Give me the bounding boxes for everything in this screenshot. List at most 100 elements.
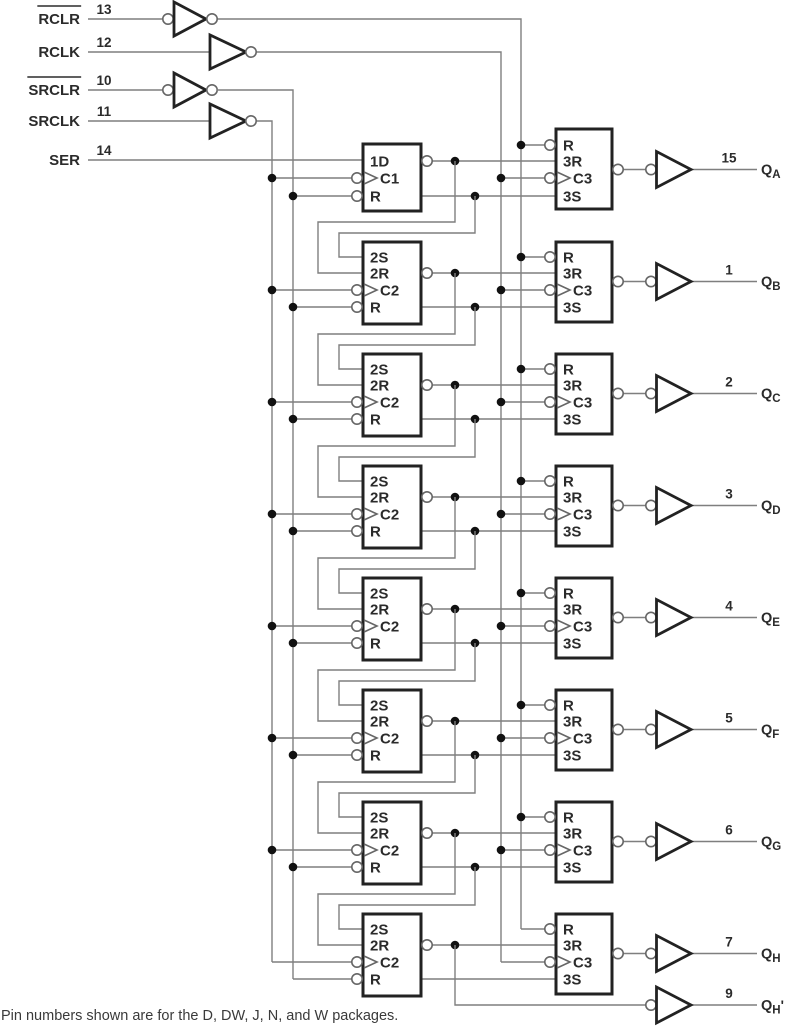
inversion-bubble-icon [420, 714, 433, 727]
inversion-bubble-icon [350, 972, 363, 985]
inversion-bubble-icon [350, 172, 363, 185]
junction-dot [516, 476, 526, 486]
wire-srclr-rail [217, 89, 294, 979]
junction-dot [516, 812, 526, 822]
wire-qbar-to-next-stage [317, 161, 456, 274]
output-pin-qf: 5 [725, 711, 733, 726]
junction-dot [288, 526, 298, 536]
inversion-bubble-icon [420, 490, 433, 503]
cell-port-label: 3S [563, 524, 581, 541]
inversion-bubble-icon [543, 172, 556, 185]
cell-port-label: 3R [563, 266, 582, 283]
clock-edge-icon [363, 619, 379, 633]
output-buffer-icon [655, 984, 695, 1026]
junction-dot [267, 733, 277, 743]
inversion-bubble-icon [611, 275, 624, 288]
inversion-bubble-icon [644, 387, 657, 400]
cell-port-label: 3S [563, 860, 581, 877]
inversion-bubble-icon [420, 378, 433, 391]
clock-edge-icon [363, 731, 379, 745]
output-label-qa: QA [761, 163, 781, 182]
wire-rclk-rail [257, 51, 502, 962]
cell-port-label: R [563, 362, 574, 379]
junction-dot [288, 191, 298, 201]
input-label-ser: SER [49, 152, 80, 169]
shift-register-cell-D [361, 464, 423, 550]
inversion-bubble-icon [644, 835, 657, 848]
output-buffer-icon [655, 373, 695, 414]
pin-number-srclk: 11 [97, 104, 112, 119]
inversion-bubble-icon [350, 412, 363, 425]
cell-port-label: 3S [563, 300, 581, 317]
wire-qbar-to-next-stage [317, 497, 456, 610]
junction-dot [516, 588, 526, 598]
inversion-bubble-icon [350, 843, 363, 856]
inversion-bubble-icon [611, 723, 624, 736]
junction-dot [496, 509, 506, 519]
storage-register-cell-E [554, 576, 614, 660]
clock-edge-icon [363, 955, 379, 969]
inversion-bubble-icon [350, 619, 363, 632]
cell-port-label: 2S [370, 586, 388, 603]
cell-port-label: R [563, 586, 574, 603]
cell-port-label: 3S [563, 748, 581, 765]
inversion-bubble-icon [350, 395, 363, 408]
junction-dot [267, 621, 277, 631]
cell-port-label: 3S [563, 636, 581, 653]
cell-port-label: 2S [370, 362, 388, 379]
inversion-bubble-icon [611, 387, 624, 400]
junction-dot [496, 621, 506, 631]
junction-dot [267, 285, 277, 295]
junction-dot [496, 173, 506, 183]
output-label-qc: QC [761, 387, 781, 406]
storage-register-cell-A [554, 127, 614, 211]
clock-edge-icon [556, 171, 572, 185]
clock-edge-icon [556, 283, 572, 297]
cell-port-label: 2R [370, 714, 389, 731]
storage-register-cell-B [554, 240, 614, 324]
cell-port-label: R [370, 412, 381, 429]
output-buffer-icon [655, 261, 695, 302]
input-buffer-icon [208, 101, 250, 141]
clock-edge-icon [363, 283, 379, 297]
cell-port-label: R [563, 474, 574, 491]
wire-q-to-next-stage [338, 307, 476, 370]
inversion-bubble-icon [543, 955, 556, 968]
inversion-bubble-icon [644, 611, 657, 624]
wire-q-to-next-stage [338, 531, 476, 594]
cell-port-label: C2 [380, 843, 399, 860]
cell-port-label: 2R [370, 826, 389, 843]
inversion-bubble-icon [543, 474, 556, 487]
input-buffer-icon [172, 70, 209, 110]
cell-port-label: 2R [370, 602, 389, 619]
output-buffer-icon [655, 933, 695, 974]
cell-port-label: R [370, 860, 381, 877]
inversion-bubble-icon [543, 586, 556, 599]
cell-port-label: C2 [380, 395, 399, 412]
inversion-bubble-icon [611, 163, 624, 176]
inversion-bubble-icon [162, 84, 175, 97]
cell-port-label: 3R [563, 714, 582, 731]
inversion-bubble-icon [420, 266, 433, 279]
output-label-qb: QB [761, 275, 781, 294]
clock-edge-icon [556, 955, 572, 969]
inversion-bubble-icon [420, 938, 433, 951]
wire-q-to-next-stage [338, 643, 476, 706]
cell-port-label: 2R [370, 938, 389, 955]
cell-port-label: 2S [370, 922, 388, 939]
wire-qbar-to-next-stage [317, 273, 456, 386]
output-label-qe: QE [761, 611, 780, 630]
cell-port-label: 2S [370, 474, 388, 491]
inversion-bubble-icon [644, 947, 657, 960]
junction-dot [496, 285, 506, 295]
inversion-bubble-icon [611, 611, 624, 624]
cell-port-label: C3 [573, 171, 592, 188]
output-pin-qd: 3 [725, 487, 733, 502]
cell-port-label: C3 [573, 843, 592, 860]
output-buffer-icon [655, 821, 695, 862]
inversion-bubble-icon [543, 507, 556, 520]
cell-port-label: 3R [563, 826, 582, 843]
cell-port-label: C3 [573, 283, 592, 300]
